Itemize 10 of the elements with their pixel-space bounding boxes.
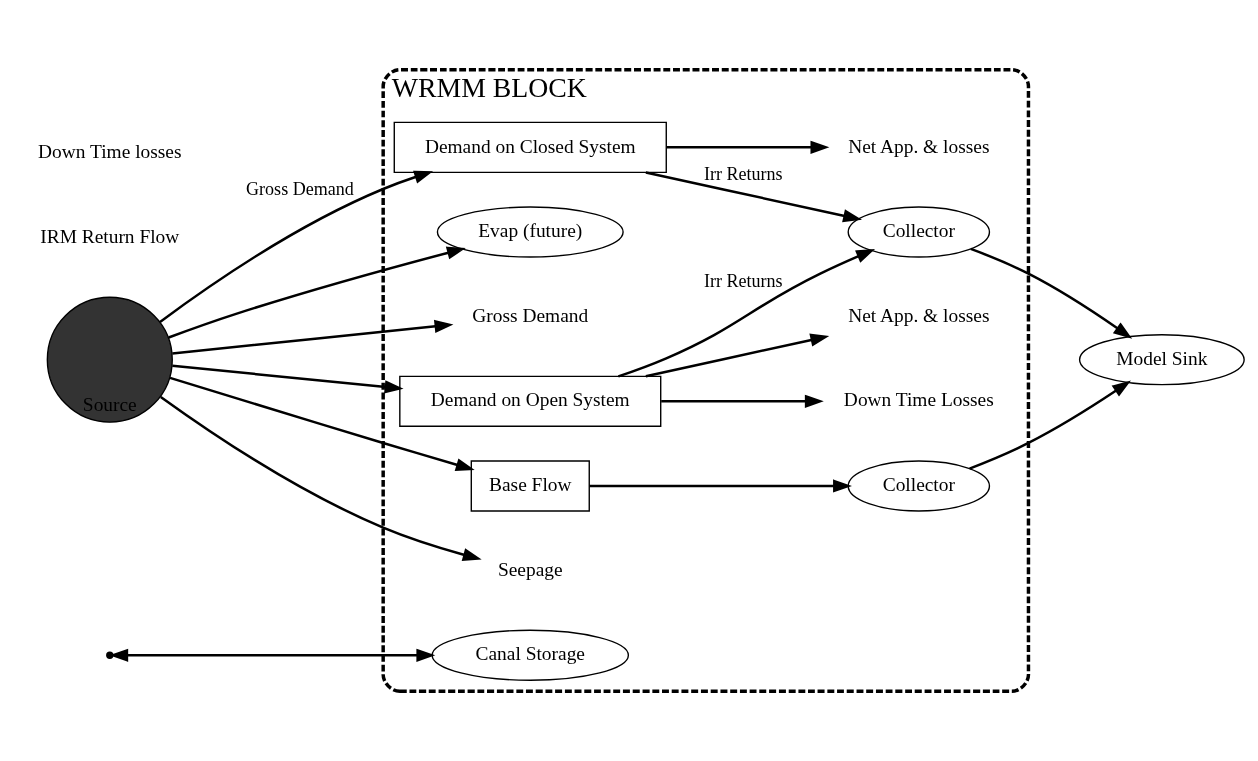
edge-label: Irr Returns — [703, 163, 783, 184]
node-text: Net App. & losses — [848, 135, 990, 157]
edge-label: Irr Returns — [703, 270, 783, 291]
node-text: Net App. & losses — [848, 304, 990, 326]
node-text: Down Time Losses — [843, 389, 994, 411]
node-text: Gross Demand — [472, 304, 589, 326]
label: IRM Return Flow — [40, 225, 180, 247]
edge-label: Gross Demand — [246, 179, 354, 200]
node-text: Seepage — [497, 558, 563, 580]
label: Down Time losses — [38, 141, 182, 163]
